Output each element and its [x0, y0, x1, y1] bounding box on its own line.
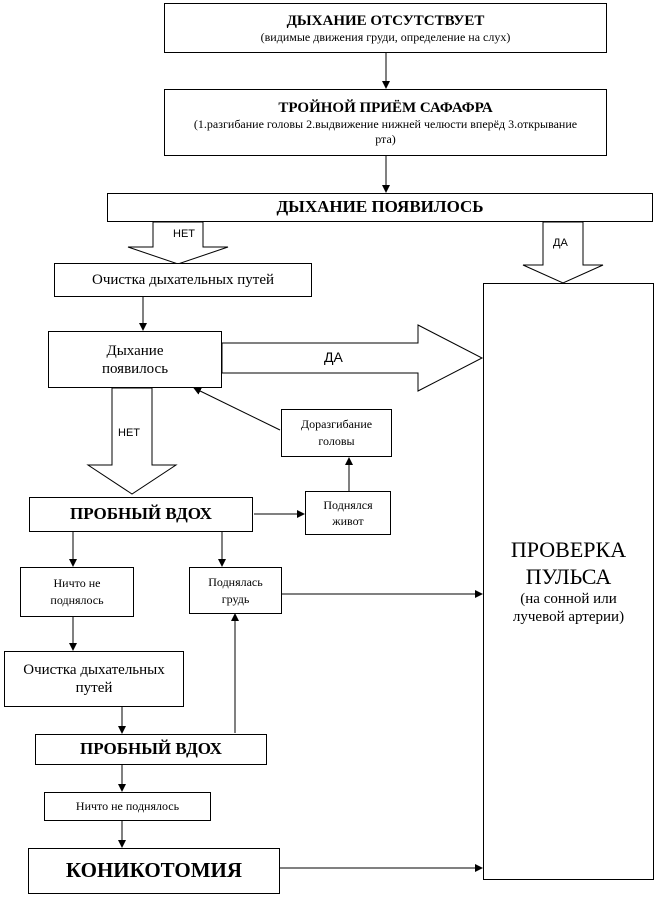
- block-arrow-yes-1: [522, 221, 604, 284]
- pulse-check-title: ПРОВЕРКА ПУЛЬСА: [510, 537, 627, 589]
- arrow-head-to-breathing: [193, 387, 281, 431]
- nothing-rose-text-1: Ничто не поднялось: [50, 575, 104, 607]
- label-yes-1: ДА: [553, 237, 568, 249]
- label-no-2: НЕТ: [118, 427, 140, 439]
- nothing-rose-text-2: Ничто не поднялось: [75, 799, 180, 814]
- trial-breath-box-1: ПРОБНЫЙ ВДОХ: [29, 497, 253, 532]
- no-breathing-box: ДЫХАНИЕ ОТСУТСТВУЕТ (видимые движения гр…: [164, 3, 607, 53]
- head-extension-text: Доразгибание головы: [300, 416, 373, 448]
- breathing-appeared-box: ДЫХАНИЕ ПОЯВИЛОСЬ: [107, 193, 653, 222]
- no-breathing-subtitle: (видимые движения груди, определение на …: [260, 29, 511, 44]
- trial-breath-text-2: ПРОБНЫЙ ВДОХ: [80, 739, 222, 759]
- safar-box: ТРОЙНОЙ ПРИЁМ САФАФРА (1.разгибание голо…: [164, 89, 607, 156]
- trial-breath-text-1: ПРОБНЫЙ ВДОХ: [70, 504, 212, 524]
- airway-clear-text-1: Очистка дыхательных путей: [91, 272, 275, 288]
- airway-clear-text-2: Очистка дыхательных путей: [23, 662, 165, 696]
- airway-clear-box-1: Очистка дыхательных путей: [54, 263, 312, 297]
- breathing-appeared-box-2: Дыхание появилось: [48, 331, 222, 388]
- pulse-check-box: ПРОВЕРКА ПУЛЬСА (на сонной или лучевой а…: [483, 283, 654, 880]
- belly-rose-box: Поднялся живот: [305, 491, 391, 535]
- nothing-rose-box-2: Ничто не поднялось: [44, 792, 211, 821]
- belly-rose-text: Поднялся живот: [323, 497, 373, 528]
- nothing-rose-box-1: Ничто не поднялось: [20, 567, 134, 617]
- block-arrow-no-2: [86, 387, 178, 495]
- block-arrow-yes-2: [221, 324, 484, 392]
- breathing-appeared-text-2: Дыхание появилось: [101, 342, 169, 377]
- safar-subtitle: (1.разгибание головы 2.выдвижение нижней…: [193, 117, 578, 146]
- head-extension-box: Доразгибание головы: [281, 409, 392, 457]
- chest-rose-box: Поднялась грудь: [189, 567, 282, 614]
- conicotomy-box: КОНИКОТОМИЯ: [28, 848, 280, 894]
- conicotomy-text: КОНИКОТОМИЯ: [65, 858, 243, 883]
- chest-rose-text: Поднялась грудь: [208, 575, 263, 606]
- breathing-appeared-title: ДЫХАНИЕ ПОЯВИЛОСЬ: [276, 197, 484, 217]
- trial-breath-box-2: ПРОБНЫЙ ВДОХ: [35, 734, 267, 765]
- safar-title: ТРОЙНОЙ ПРИЁМ САФАФРА: [278, 100, 493, 117]
- airway-clear-box-2: Очистка дыхательных путей: [4, 651, 184, 707]
- no-breathing-title: ДЫХАНИЕ ОТСУТСТВУЕТ: [286, 12, 485, 29]
- label-yes-2: ДА: [324, 349, 343, 365]
- block-arrow-no-1: [127, 221, 229, 265]
- label-no-1: НЕТ: [173, 228, 195, 240]
- pulse-check-subtitle: (на сонной или лучевой артерии): [512, 590, 625, 625]
